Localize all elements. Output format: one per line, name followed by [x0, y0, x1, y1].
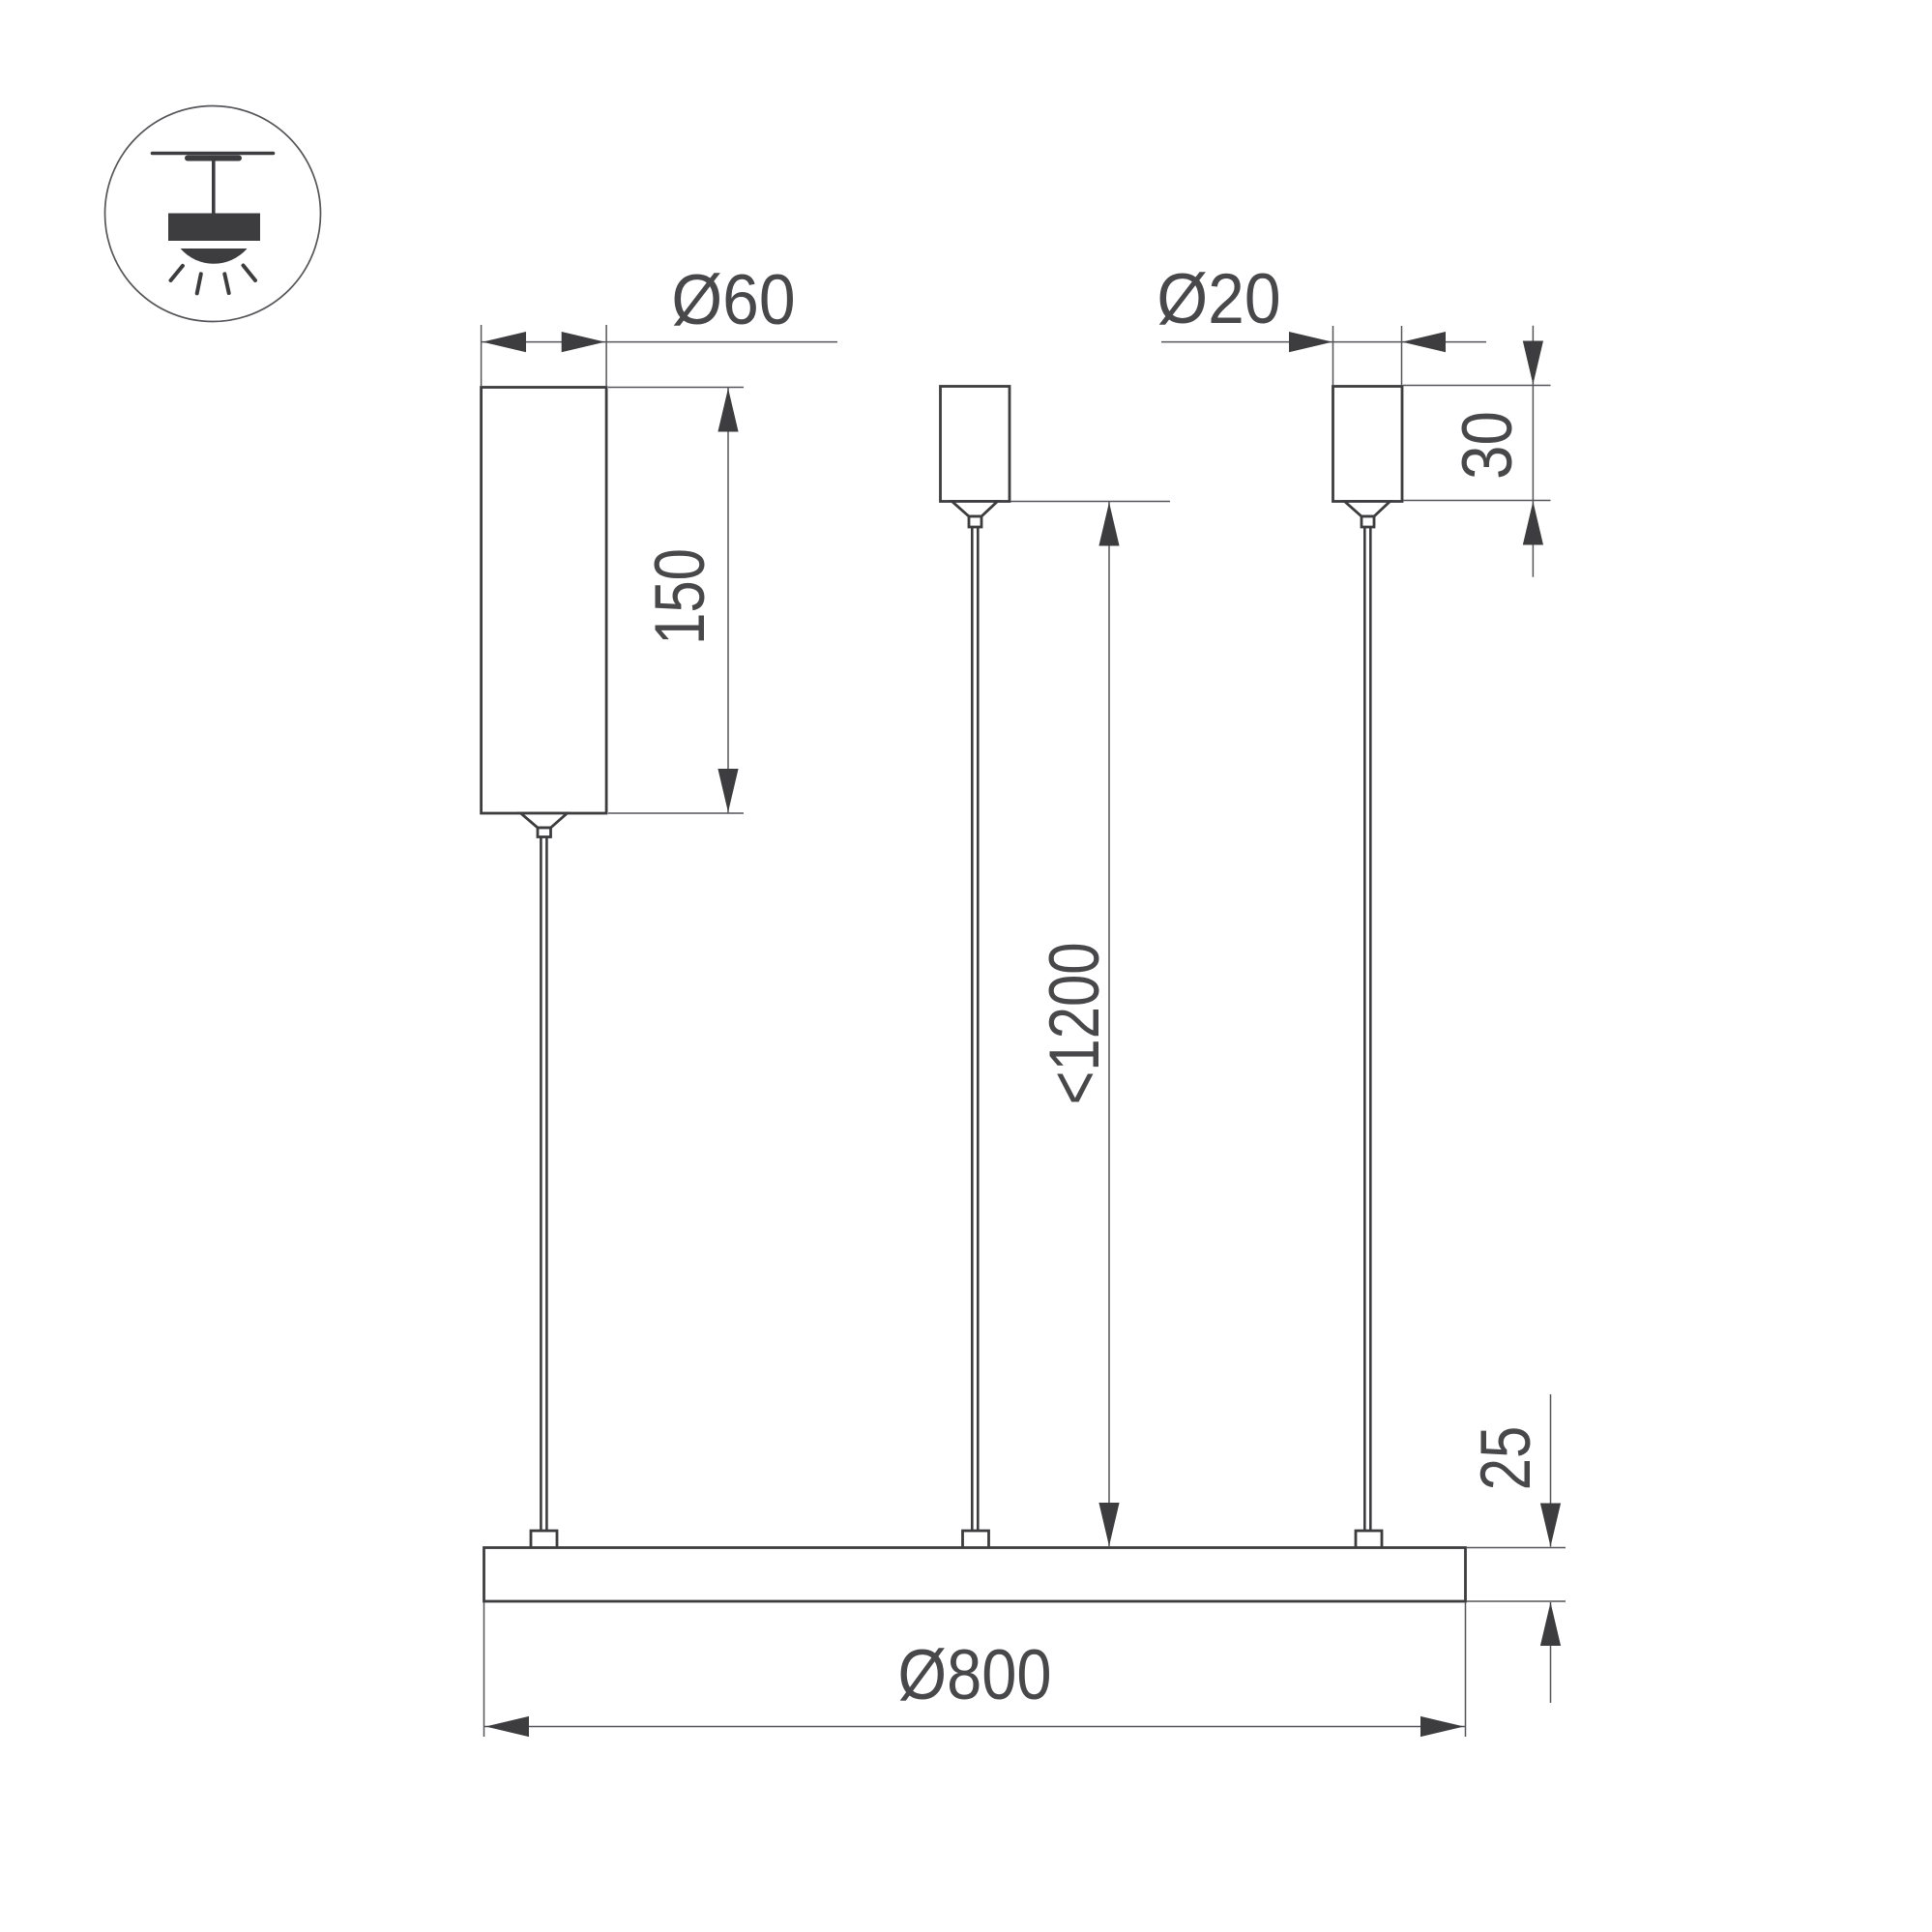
svg-text:Ø800: Ø800 [898, 1634, 1052, 1713]
svg-text:25: 25 [1467, 1426, 1545, 1491]
svg-text:30: 30 [1449, 411, 1527, 480]
svg-text:<1200: <1200 [1036, 942, 1114, 1104]
svg-text:150: 150 [641, 548, 719, 645]
svg-text:Ø60: Ø60 [671, 260, 795, 339]
svg-text:Ø20: Ø20 [1156, 259, 1280, 338]
